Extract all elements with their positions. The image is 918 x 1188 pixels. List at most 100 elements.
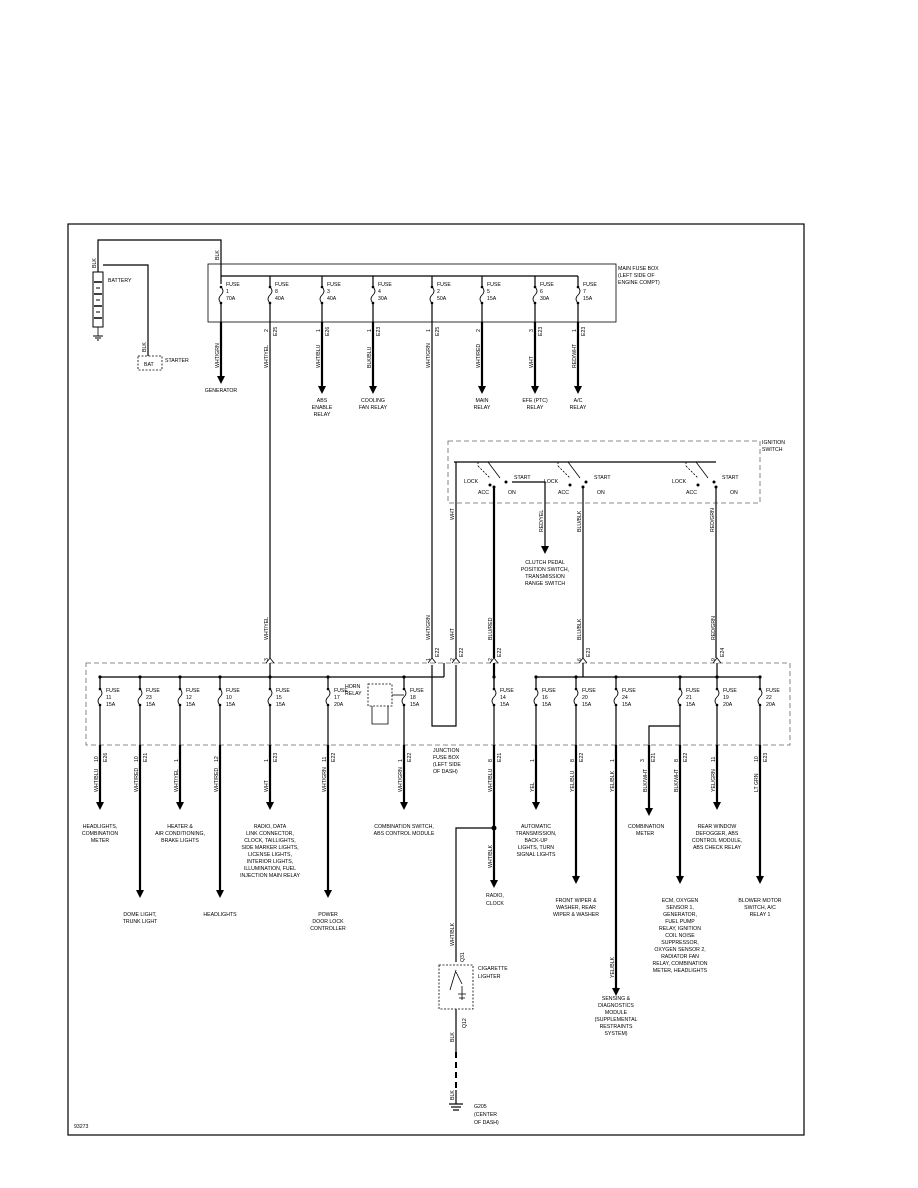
junction-fuse-amp: 15A [226, 702, 236, 708]
junction-fuse-dest-line: LIGHTS, TURN [518, 845, 554, 851]
junction-fuse-conn: E21 [143, 753, 149, 762]
junction-fuse-number: 22 [766, 695, 772, 701]
main-fuse-wire: WHT/RED [476, 344, 482, 368]
radio-dest-2: CLOCK [486, 901, 504, 907]
main-fuse-pin: 1 [367, 329, 373, 332]
main-box-line-1: MAIN FUSE BOX [618, 266, 659, 272]
junction-fuse-box: JUNCTION FUSE BOX (LEFT SIDE OF DASH) HO… [85, 662, 791, 775]
main-fuse-pin: 1 [572, 329, 578, 332]
sdm-dest-line: SYSTEM) [604, 1031, 627, 1037]
junction-fuse-conn: E22 [407, 753, 413, 762]
junction-fuse-number: 18 [410, 695, 416, 701]
junction-fuse-label: FUSE [146, 688, 160, 694]
main-fuse-dest-line: RELAY [570, 405, 587, 411]
junction-fuse-conn: E22 [331, 753, 337, 762]
horn-relay-line-1: HORN [345, 684, 361, 690]
junction-input-wire: RED/GRN [711, 616, 717, 640]
main-fuse-dest-line: MAIN [476, 398, 489, 404]
junction-fuse-dest-line: ABS CONTROL MODULE [374, 831, 435, 837]
junction-fuse-dest-line: SUPPRESSOR, [661, 940, 698, 946]
junction-fuse-pin: 8 [488, 759, 494, 762]
junction-fuse-dest-line: HEADLIGHTS, [83, 824, 118, 830]
main-fuse-dest-line: FAN RELAY [359, 405, 388, 411]
main-fuse-wire: WHT/BLU [316, 344, 322, 368]
junction-fuse-dest-line: RADIO, DATA [254, 824, 287, 830]
ground-line-2: (CENTER [474, 1112, 497, 1118]
ign-start: START [594, 475, 611, 481]
junction-fuse-pin: 1 [398, 759, 404, 762]
ignition-switch: IGNITION SWITCH [447, 440, 785, 504]
junction-input-wire: BLU/BLK [577, 618, 583, 640]
main-fuse-number: 5 [487, 289, 490, 295]
lighter-out-conn: Q12 [462, 1018, 468, 1028]
junction-fuse-dest-line: INTERIOR LIGHTS, [247, 859, 293, 865]
junction-input-wire: WHT/YEL [264, 617, 270, 640]
ign-start-dest: TRANSMISSION [525, 574, 565, 580]
junction-fuse-pin: 8 [570, 759, 576, 762]
main-fuse-wire: WHT/GRN [215, 343, 221, 368]
main-fuse-pin: 2 [264, 329, 270, 332]
junction-fuse-label: FUSE [723, 688, 737, 694]
junction-input-conn: E22 [435, 648, 441, 657]
radio-wire-label: WHT/BLK [488, 844, 494, 868]
main-fuse-dest-line: RELAY [527, 405, 544, 411]
junction-fuse-dest-line: SENSOR 1, [666, 905, 694, 911]
main-fuse-pin: 2 [476, 329, 482, 332]
junction-fuse-dest-line: BRAKE LIGHTS [161, 838, 199, 844]
main-fuse-amp: 15A [583, 296, 593, 302]
main-fuse-dest-line: COOLING [361, 398, 385, 404]
junction-fuse-pin: 12 [214, 756, 220, 762]
junction-fuse-dest-line: METER [91, 838, 109, 844]
starter: BLK BAT STARTER [137, 342, 189, 371]
junction-fuse-amp: 15A [686, 702, 696, 708]
main-fuse-box: BLK MAIN FUSE BOX (LEFT SIDE OF ENGINE C… [207, 250, 660, 323]
junction-fuse-amp: 15A [410, 702, 420, 708]
sdm-dest-line: RESTRAINTS [600, 1024, 633, 1030]
junction-fuse-dest-line: CONTROL MODULE, [692, 838, 742, 844]
junction-input-wire: WHT [450, 627, 456, 640]
sdm-circuit: YEL/BLK [610, 745, 620, 996]
figure-id: 93273 [74, 1124, 89, 1130]
main-fuse-pin: 1 [426, 329, 432, 332]
junction-input-conn: E22 [459, 648, 465, 657]
main-fuse-wire: WHT/GRN [426, 343, 432, 368]
junction-fuse-amp: 20A [723, 702, 733, 708]
junction-fuse-dest-line: SIGNAL LIGHTS [516, 852, 556, 858]
junction-fuse-conn: E26 [103, 753, 109, 762]
junction-fuse-pin: 1 [530, 759, 536, 762]
battery: BLK BATTERY [92, 239, 222, 356]
radio-dest-1: RADIO, [486, 893, 504, 899]
main-fuse-number: 1 [226, 289, 229, 295]
junction-fuse-dest-line: SIDE MARKER LIGHTS, [241, 845, 298, 851]
junction-fuse-amp: 15A [622, 702, 632, 708]
main-fuse-amp: 70A [226, 296, 236, 302]
horn-relay-line-2: RELAY [345, 691, 362, 697]
ign-on3-wire: RED/GRN [710, 508, 716, 532]
main-fuse-amp: 15A [487, 296, 497, 302]
junction-fuse-dest-line: POWER [318, 912, 338, 918]
ignition-line-1: IGNITION [762, 440, 785, 446]
main-fuse-wire: WHT [529, 355, 535, 368]
combo-meter-wire: BLK/WHT [643, 768, 649, 792]
junction-fuse-label: FUSE [276, 688, 290, 694]
main-fuse-wire: WHT/YEL [264, 345, 270, 368]
diagram-frame [67, 223, 805, 1136]
main-fuse-box-outline [207, 263, 617, 323]
ign-lock: LOCK [544, 479, 559, 485]
junction-fuse-pin: 11 [711, 757, 717, 762]
junction-fuse-dest-line: DOME LIGHT, [123, 912, 156, 918]
